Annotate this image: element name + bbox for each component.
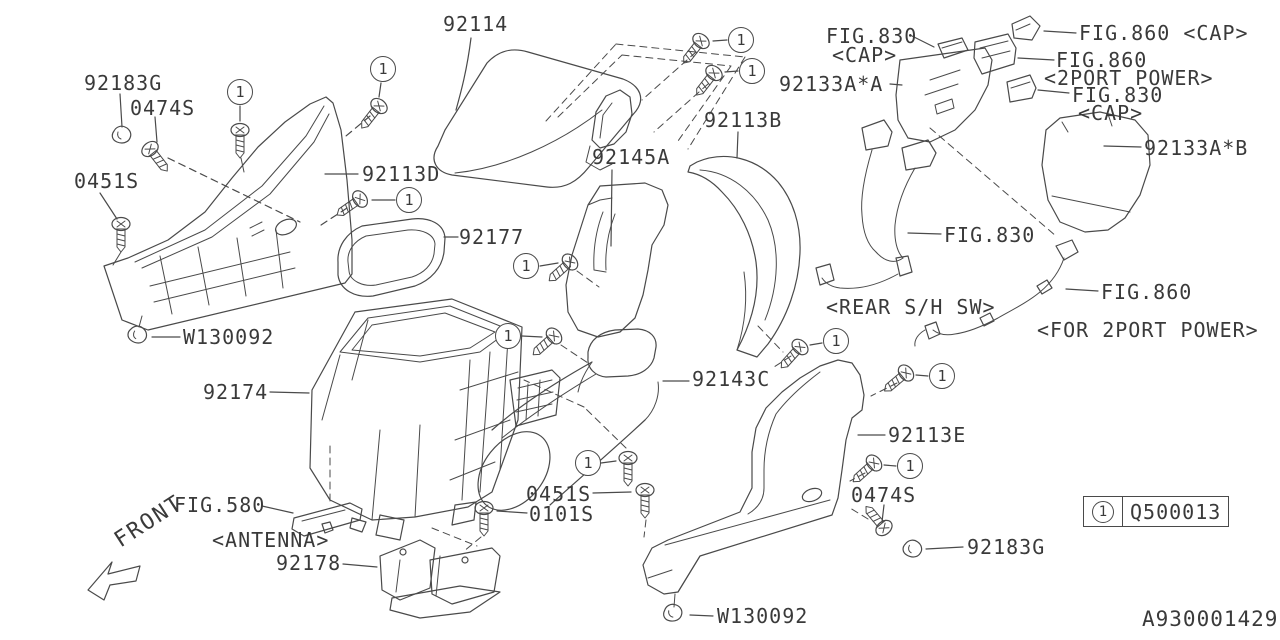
callout-1-marker: 1: [495, 323, 521, 349]
part-92113e-panel-drawing: [642, 355, 898, 608]
label-92114: 92114: [443, 12, 509, 36]
legend-part-number: Q500013: [1130, 499, 1222, 524]
part-92113d-panel-drawing: [103, 96, 353, 331]
callout-1-marker: 1: [728, 27, 754, 53]
label-for-2port-power: <FOR 2PORT POWER>: [1037, 318, 1259, 342]
label-fig580: FIG.580: [174, 493, 266, 517]
label-92133a-a: 92133A*A: [779, 72, 884, 96]
callout-1-marker: 1: [823, 328, 849, 354]
label-fig860-harness: FIG.860: [1101, 280, 1193, 304]
part-92133a-a-switch-panel-drawing: [895, 15, 1057, 237]
part-92145a-bracket-drawing: [565, 182, 669, 338]
callout-1-marker: 1: [513, 253, 539, 279]
label-fig830-cap-top: FIG.830: [826, 24, 918, 48]
label-92183g-right: 92183G: [967, 535, 1046, 559]
label-0451s-bottom: 0451S: [526, 482, 592, 506]
label-fig830-cap-right-sub: <CAP>: [1078, 101, 1144, 125]
diagram-code: A930001429: [1142, 607, 1279, 631]
part-92133a-b-cover-drawing: [1041, 111, 1151, 233]
label-fig830-harness: FIG.830: [944, 223, 1036, 247]
fig830-harness-drawing: [815, 119, 937, 289]
label-92133a-b: 92133A*B: [1144, 136, 1249, 160]
part-92113b-panel-drawing: [687, 155, 801, 358]
label-92113d: 92113D: [362, 162, 441, 186]
label-92177: 92177: [459, 225, 525, 249]
callout-1-marker: 1: [575, 450, 601, 476]
label-92174: 92174: [203, 380, 269, 404]
leader-lines: [99, 30, 1142, 617]
label-92143c: 92143C: [692, 367, 771, 391]
legend-symbol-cell: 1: [1084, 497, 1123, 526]
legend-callout-1-marker: 1: [1092, 500, 1114, 523]
callout-1-marker: 1: [227, 79, 253, 105]
label-fig860-2port-sub: <2PORT POWER>: [1044, 66, 1214, 90]
callout-legend: 1 Q500013: [1083, 496, 1229, 527]
label-w130092-bottom: W130092: [717, 604, 809, 628]
fig580-antenna-drawing: [291, 502, 367, 537]
label-0474s-right: 0474S: [851, 483, 917, 507]
label-92183g-top: 92183G: [84, 71, 163, 95]
label-w130092-left: W130092: [183, 325, 275, 349]
label-fig860-cap: FIG.860 <CAP>: [1079, 21, 1249, 45]
part-92177-mat-drawing: [337, 218, 446, 297]
callout-1-marker: 1: [739, 58, 765, 84]
label-0451s-left: 0451S: [74, 169, 140, 193]
label-fig830-cap-right: FIG.830: [1072, 83, 1164, 107]
label-fig830-cap-top-sub: <CAP>: [832, 43, 898, 67]
assembly-dashed-lines: [167, 115, 371, 228]
part-92178-bracket-drawing: [379, 527, 501, 619]
label-rear-sh-sw: <REAR S/H SW>: [826, 295, 996, 319]
callout-1-marker: 1: [370, 56, 396, 82]
front-arrow-icon: [87, 561, 141, 601]
label-0474s-top: 0474S: [130, 96, 196, 120]
callout-1-marker: 1: [897, 453, 923, 479]
label-92145a: 92145A: [592, 145, 671, 169]
callout-1-marker: 1: [929, 363, 955, 389]
label-92178: 92178: [276, 551, 342, 575]
label-antenna: <ANTENNA>: [212, 528, 330, 552]
fig860-harness-drawing: [914, 239, 1079, 347]
label-0101s: 0101S: [529, 502, 595, 526]
label-fig860-2port: FIG.860: [1056, 48, 1148, 72]
label-92113e: 92113E: [888, 423, 967, 447]
part-92114-lid-drawing: [433, 43, 746, 188]
label-92113b: 92113B: [704, 108, 783, 132]
callout-1-marker: 1: [396, 187, 422, 213]
